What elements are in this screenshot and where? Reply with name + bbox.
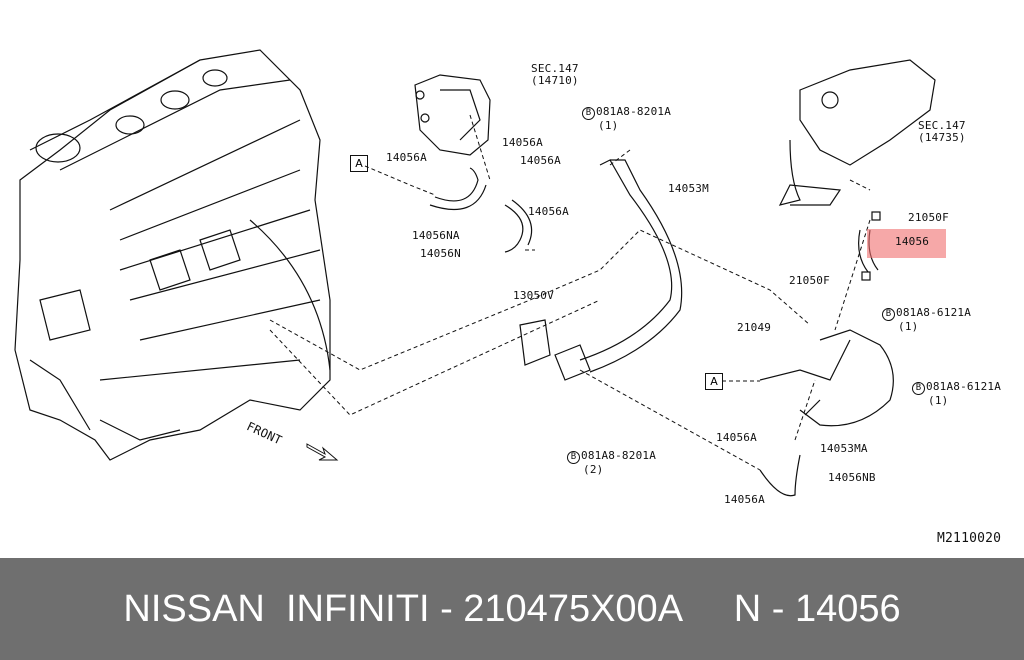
label-14056[interactable]: 14056 bbox=[895, 235, 930, 248]
egr-valve-left bbox=[414, 74, 491, 156]
label-14056n[interactable]: 14056N bbox=[420, 247, 461, 260]
label-qty: (1) bbox=[928, 394, 949, 407]
label-14053ma[interactable]: 14053MA bbox=[820, 442, 868, 455]
label-14056a-2[interactable]: 14056A bbox=[502, 136, 543, 149]
label-sec147-14735[interactable]: SEC.147(14735) bbox=[918, 120, 966, 144]
label-14056nb[interactable]: 14056NB bbox=[828, 471, 876, 484]
label-text: SEC.147 bbox=[531, 62, 579, 75]
ref-a-box-right: A bbox=[705, 373, 723, 390]
label-14056a-6[interactable]: 14056A bbox=[724, 493, 765, 506]
label-14056a-3[interactable]: 14056A bbox=[520, 154, 561, 167]
label-21050f-bottom[interactable]: 21050F bbox=[789, 274, 830, 287]
label-21050f-top[interactable]: 21050F bbox=[908, 211, 949, 224]
label-text: 081A8-6121A bbox=[896, 306, 972, 319]
hoses-left bbox=[429, 167, 533, 253]
label-21049[interactable]: 21049 bbox=[737, 321, 772, 334]
diagram-code: M2110020 bbox=[937, 531, 1002, 546]
label-qty: (1) bbox=[898, 320, 919, 333]
label-14056a-1[interactable]: 14056A bbox=[386, 151, 427, 164]
front-arrow-icon bbox=[306, 443, 339, 461]
label-text: SEC.147 bbox=[918, 119, 966, 132]
label-text: 081A8-8201A bbox=[581, 449, 657, 462]
highlighted-part-14056 bbox=[867, 229, 946, 258]
label-qty: (2) bbox=[583, 463, 604, 476]
tube-14053ma bbox=[759, 329, 894, 497]
part-number-footer: NISSAN INFINITI - 210475X00A N - 14056 bbox=[0, 558, 1024, 660]
label-14056a-5[interactable]: 14056A bbox=[716, 431, 757, 444]
ref-a-box-left: A bbox=[350, 155, 368, 172]
label-qty: (1) bbox=[598, 119, 619, 132]
label-text: 081A8-8201A bbox=[596, 105, 672, 118]
leader-dashes bbox=[269, 114, 871, 471]
label-subtext: (14735) bbox=[918, 131, 966, 144]
label-14056na[interactable]: 14056NA bbox=[412, 229, 460, 242]
tube-14053m bbox=[519, 159, 683, 381]
egr-valve-right bbox=[778, 59, 936, 206]
label-13050v[interactable]: 13050V bbox=[513, 289, 554, 302]
label-sec147-14710[interactable]: SEC.147(14710) bbox=[531, 63, 579, 87]
label-subtext: (14710) bbox=[531, 74, 579, 87]
label-14056a-4[interactable]: 14056A bbox=[528, 205, 569, 218]
label-text: 081A8-6121A bbox=[926, 380, 1002, 393]
engine-block-drawing bbox=[14, 49, 331, 461]
label-14053m[interactable]: 14053M bbox=[668, 182, 709, 195]
